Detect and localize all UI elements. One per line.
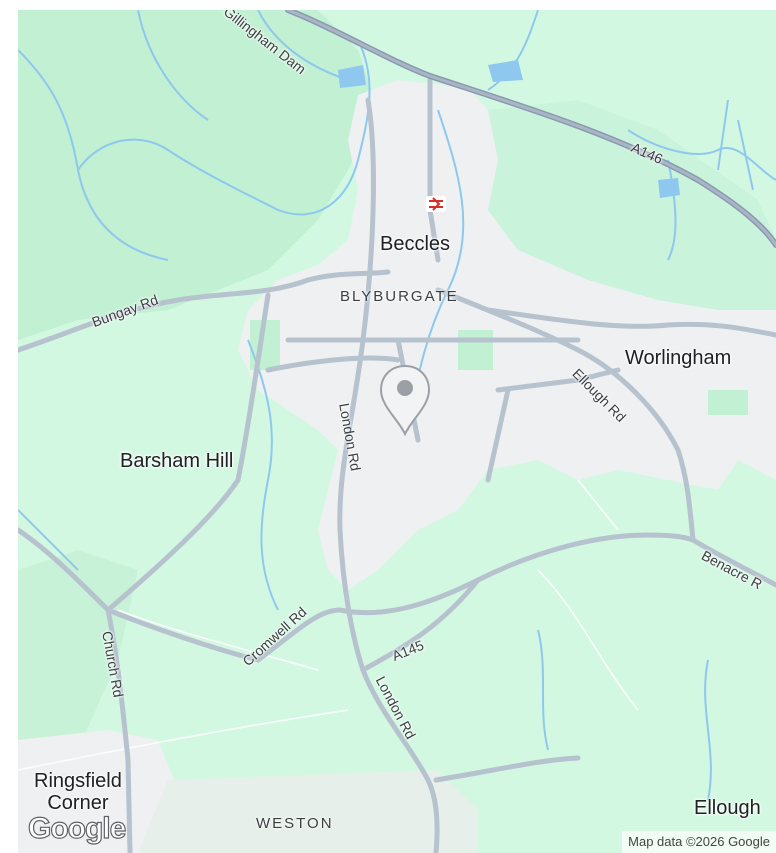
rail-station-icon[interactable] — [426, 196, 446, 212]
map-pin-icon[interactable] — [378, 364, 432, 436]
place-label-worlingham[interactable]: Worlingham — [625, 347, 732, 369]
place-label-blyburgate[interactable]: BLYBURGATE — [340, 288, 459, 305]
place-label-barsham-hill[interactable]: Barsham Hill — [120, 450, 234, 472]
place-label-ringsfield-corner[interactable]: Ringsfield Corner — [34, 770, 122, 814]
place-label-beccles[interactable]: Beccles — [380, 233, 451, 255]
place-label-weston[interactable]: WESTON — [256, 815, 334, 832]
google-logo[interactable]: Google — [27, 812, 127, 845]
place-label-ellough[interactable]: Ellough — [694, 797, 761, 819]
map-attribution[interactable]: Map data ©2026 Google — [622, 831, 776, 853]
map-canvas[interactable]: Beccles BLYBURGATE Worlingham Barsham Hi… — [18, 10, 776, 853]
map-base-layer — [18, 10, 776, 853]
